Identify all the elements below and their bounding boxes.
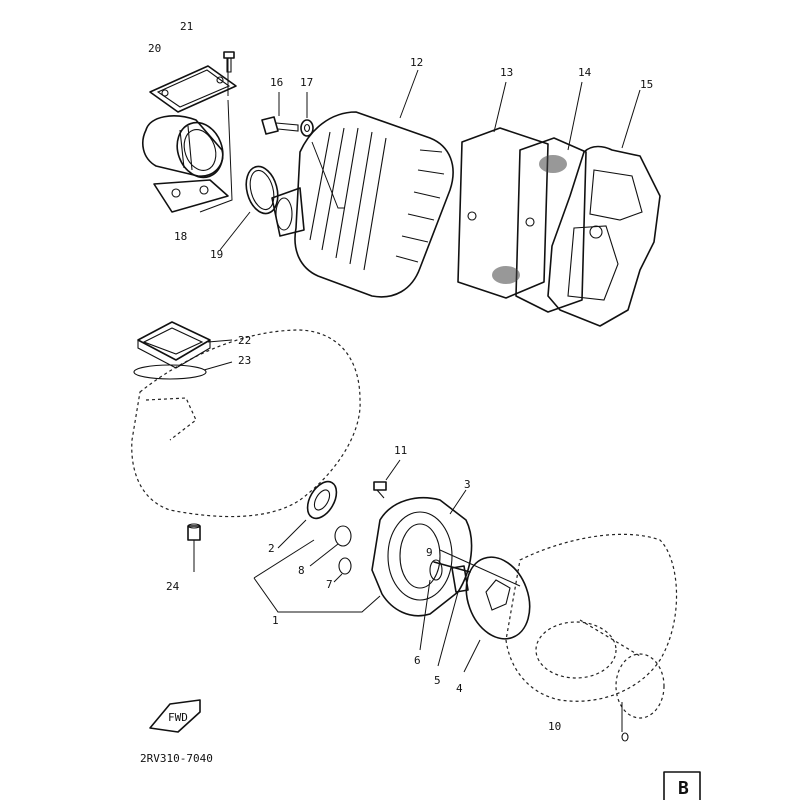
part-intake-joint-18 [142,58,233,213]
callout-12: 12 [410,56,423,69]
callout-20: 20 [148,42,161,55]
callout-numbers: 21 20 16 17 12 13 14 15 18 19 22 23 11 3… [148,20,653,733]
callout-3: 3 [464,478,471,491]
callout-13: 13 [500,66,513,79]
part-cap-22 [137,321,233,369]
callout-5: 5 [434,674,441,687]
part-gasket-13 [457,81,549,299]
callout-14: 14 [578,66,592,79]
part-shaft-6 [419,559,471,651]
drawing-code: 2RV310-7040 [140,752,213,765]
callout-11: 11 [394,444,407,457]
part-bolt-16 [261,92,299,135]
callout-15: 15 [640,78,653,91]
part-pin-9 [439,549,521,587]
part-screw-11 [373,459,401,499]
callout-18: 18 [174,230,187,243]
part-impeller-4 [463,556,531,673]
callout-24: 24 [166,580,180,593]
part-oring-23 [133,361,233,380]
callout-16: 16 [270,76,283,89]
callout-7: 7 [326,578,333,591]
callout-23: 23 [238,354,251,367]
callout-4: 4 [456,682,463,695]
part-plug-24 [187,523,201,572]
corner-letter: B [678,778,689,799]
part-oring-7 [333,557,352,583]
callout-2: 2 [268,542,275,555]
part-circlip-19 [219,165,279,251]
callout-17: 17 [300,76,313,89]
part-gasket-14 [492,81,587,313]
callout-19: 19 [210,248,223,261]
part-cylinder-12 [271,69,454,298]
part-oring-8 [309,525,352,567]
part-washer-17 [300,92,314,137]
group-leader-1 [253,539,381,613]
crankcase-right-outline [505,533,678,719]
crankcase-left-outline [131,329,361,518]
part-bolt-21 [223,51,235,73]
part-dowel-10 [621,702,629,742]
fwd-label: FWD [168,711,188,724]
fwd-arrow-icon: FWD [149,699,201,733]
callout-1: 1 [272,614,279,627]
callout-6: 6 [414,654,421,667]
part-oil-seal-2 [277,480,338,549]
corner-tab: B [663,771,701,800]
part-nut-5 [437,565,469,667]
part-gasket-20 [149,65,237,113]
callout-9: 9 [426,546,433,559]
callout-10: 10 [548,720,561,733]
callout-8: 8 [298,564,305,577]
part-reed-valve-15 [547,89,661,327]
part-housing-3 [371,489,473,617]
callout-22: 22 [238,334,251,347]
callout-21: 21 [180,20,193,33]
